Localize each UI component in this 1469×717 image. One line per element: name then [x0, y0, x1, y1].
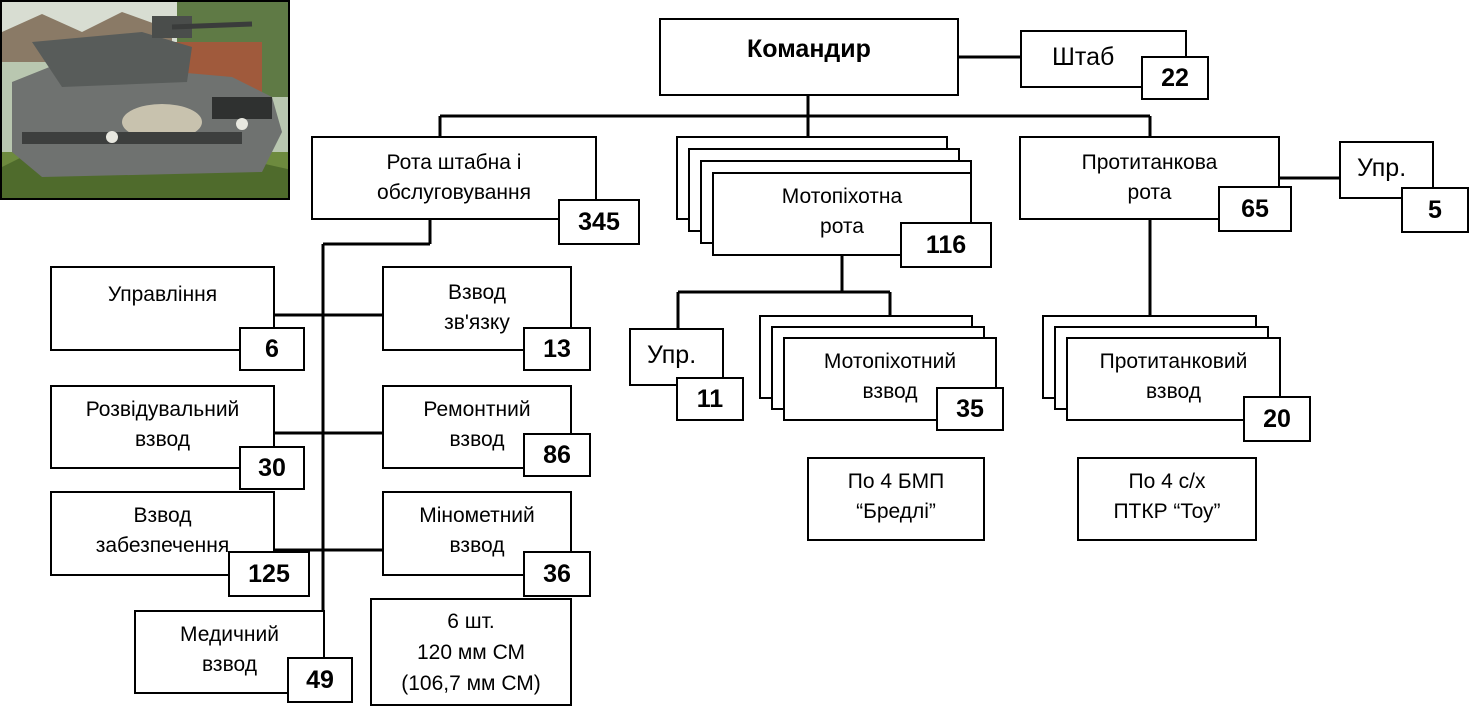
at-note-box: По 4 с/х ПТКР “Тоу” — [1077, 457, 1257, 541]
mech-note-box: По 4 БМП “Бредлі” — [807, 457, 985, 541]
commander-label: Командир — [747, 35, 871, 63]
mech-control-box: Упр. — [629, 328, 724, 386]
mortar-platoon-box: Мінометний взвод — [382, 491, 572, 576]
mortar-platoon-count: 36 — [523, 551, 591, 597]
recon-platoon-box: Розвідувальний взвод — [50, 385, 275, 469]
repair-platoon-count: 86 — [523, 433, 591, 477]
at-company-line1: Протитанкова — [1081, 151, 1218, 174]
at-company-count: 65 — [1218, 186, 1292, 232]
medical-platoon-line2: взвод — [202, 653, 257, 676]
supply-platoon-count: 125 — [228, 551, 310, 597]
repair-platoon-line2: взвод — [449, 428, 505, 451]
at-company-line2: рота — [1127, 181, 1172, 204]
mech-control-count: 11 — [676, 377, 744, 421]
at-note-line2: ПТКР “Тоу” — [1113, 500, 1221, 523]
mech-note-line1: По 4 БМП — [847, 470, 945, 493]
commander-box: Командир — [659, 18, 959, 96]
mgmt-count: 6 — [239, 327, 305, 371]
signal-platoon-line2: зв'язку — [444, 311, 510, 334]
repair-platoon-line1: Ремонтний — [423, 398, 531, 421]
mech-company-box: Мотопіхотна рота — [712, 172, 972, 256]
staff-count: 22 — [1141, 56, 1209, 100]
mech-platoon-count: 35 — [936, 387, 1004, 431]
mech-company-line2: рота — [820, 215, 864, 238]
signal-platoon-box: Взвод зв'язку — [382, 266, 572, 351]
at-note-line1: По 4 с/х — [1128, 470, 1206, 493]
bradley-ifv-photo — [0, 0, 290, 200]
mortar-note-line2: 120 мм СМ — [416, 641, 525, 664]
mech-platoon-line1: Мотопіхотний — [823, 350, 957, 373]
mech-platoon-line2: взвод — [862, 380, 918, 403]
staff-label: Штаб — [1052, 43, 1115, 71]
at-control-count: 5 — [1401, 187, 1469, 233]
at-platoon-count: 20 — [1243, 396, 1311, 442]
hq-company-line2: обслуговування — [377, 181, 531, 204]
at-control-label: Упр. — [1357, 154, 1407, 182]
recon-platoon-line1: Розвідувальний — [85, 398, 240, 421]
mortar-platoon-line2: взвод — [449, 534, 505, 557]
recon-platoon-line2: взвод — [135, 428, 190, 451]
mgmt-box: Управління — [50, 266, 275, 351]
medical-platoon-count: 49 — [287, 657, 353, 703]
recon-platoon-count: 30 — [239, 446, 305, 490]
mortar-platoon-line1: Мінометний — [419, 504, 535, 527]
mortar-note-box: 6 шт. 120 мм СМ (106,7 мм СМ) — [370, 598, 572, 706]
medical-platoon-line1: Медичний — [180, 623, 279, 646]
hq-company-count: 345 — [558, 199, 640, 245]
at-platoon-line2: взвод — [1146, 380, 1201, 403]
signal-platoon-count: 13 — [523, 327, 591, 371]
at-platoon-line1: Протитанковий — [1099, 350, 1248, 373]
supply-platoon-line2: забезпечення — [95, 534, 230, 557]
mech-note-line2: “Бредлі” — [856, 500, 936, 523]
supply-platoon-line1: Взвод — [133, 504, 192, 527]
repair-platoon-box: Ремонтний взвод — [382, 385, 572, 469]
hq-company-box: Рота штабна і обслуговування — [311, 136, 597, 220]
mortar-note-line1: 6 шт. — [447, 610, 495, 633]
mgmt-label: Управління — [107, 283, 218, 306]
mech-company-line1: Мотопіхотна — [781, 185, 903, 208]
mech-company-count: 116 — [900, 222, 992, 268]
mech-platoon-box: Мотопіхотний взвод — [783, 337, 997, 421]
hq-company-line1: Рота штабна і — [386, 151, 522, 174]
mech-control-label: Упр. — [647, 341, 697, 369]
mortar-note-line3: (106,7 мм СМ) — [401, 672, 541, 695]
signal-platoon-line1: Взвод — [447, 281, 507, 304]
